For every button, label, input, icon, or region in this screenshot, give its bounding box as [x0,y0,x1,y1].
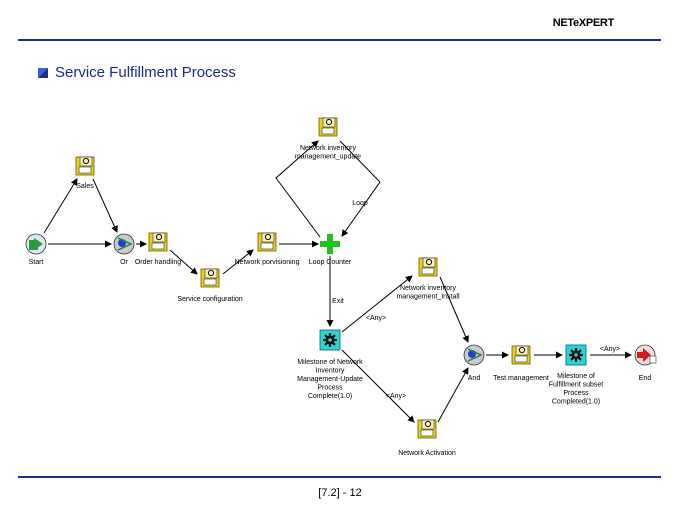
edge-milestone-activation [341,349,415,423]
node-end[interactable]: End [634,344,657,382]
node-label: Service configuration [177,296,242,303]
node-label: management_Install [396,294,459,301]
edge-service-provisioning [222,249,254,275]
node-or[interactable]: Or [113,233,135,266]
node-network-inventory-update[interactable]: Network inventory management_update [295,117,361,161]
node-network-activation[interactable]: Network Activation [398,419,456,457]
edge-label-loop: Loop [352,200,368,207]
node-label: Process [317,385,343,392]
task-icon [148,232,168,252]
milestone-gear-icon [319,329,341,351]
node-label: Test management [493,375,549,382]
node-label: Inventory [316,368,345,375]
edge-activation-and [437,367,469,423]
node-label: Loop Counter [309,259,352,266]
node-label: End [639,375,652,382]
node-label: Management-Update [297,376,363,383]
node-label: Sales [76,183,94,190]
task-icon [417,419,437,439]
task-icon [75,156,95,176]
node-and[interactable]: And [463,344,485,382]
milestone-gear-icon [565,344,587,366]
brand-logo: NETeXPERT [552,17,615,29]
node-label: And [468,375,481,382]
node-label: Process [563,390,589,397]
node-label: Or [120,259,128,266]
node-label: Complete(1.0) [308,393,352,400]
end-icon [634,344,657,366]
page-number: [7.2] - 12 [318,487,362,499]
edge-sales-or [92,178,118,233]
node-start[interactable]: Start [25,233,47,266]
node-label: Fulfillment subset [549,382,604,389]
node-loop-counter[interactable]: Loop Counter [309,234,352,266]
slide-title: Service Fulfillment Process [38,64,236,81]
node-label: Order handling [135,259,181,266]
node-label: Milestone of Network [297,359,363,366]
edge-label-exit: Exit [332,298,344,305]
node-label: Network porvisioning [235,259,300,266]
start-icon [25,233,47,255]
task-icon [418,257,438,277]
node-sales[interactable]: Sales [75,156,95,190]
node-label: Milestone of [557,373,595,380]
loop-counter-icon [320,234,340,254]
node-milestone-network[interactable]: Milestone of NetworkInventoryManagement-… [297,329,363,400]
edges-layer [43,140,632,423]
edge-start-sales [43,178,78,234]
node-label: Completed(1.0) [552,399,600,406]
node-label: management_update [295,154,361,161]
edge-order-service [169,249,198,275]
edge-label-any-install: <Any> [366,315,386,322]
node-label: Start [29,259,44,266]
page-title: Service Fulfillment Process [55,64,236,81]
node-network-provisioning[interactable]: Network porvisioning [235,232,300,266]
task-icon [318,117,338,137]
edge-update-loop [339,140,381,237]
and-gateway-icon [463,344,485,366]
edge-install-and [439,276,469,343]
edge-loop-update [275,140,321,238]
node-label: Network Activation [398,450,456,457]
node-order-handling[interactable]: Order handling [135,232,181,266]
task-icon [200,268,220,288]
node-service-configuration[interactable]: Service configuration [177,268,243,303]
footer-rule [18,476,661,478]
node-network-inventory-install[interactable]: Network inventory management_Install [396,257,460,301]
node-test-management[interactable]: Test management [493,345,549,382]
node-label: Network inventory [400,285,457,292]
title-bullet-icon [38,67,48,78]
task-icon [511,345,531,365]
header-rule [18,39,661,41]
node-label: Network inventory [300,145,357,152]
node-milestone-fulfillment[interactable]: Milestone of Fulfillment subsetProcessCom… [549,344,604,406]
task-icon [257,232,277,252]
edge-label-any-end: <Any> [600,346,620,353]
edge-milestone-install [341,275,413,333]
edge-label-any-activation: <Any> [386,393,406,400]
or-gateway-icon [113,233,135,255]
